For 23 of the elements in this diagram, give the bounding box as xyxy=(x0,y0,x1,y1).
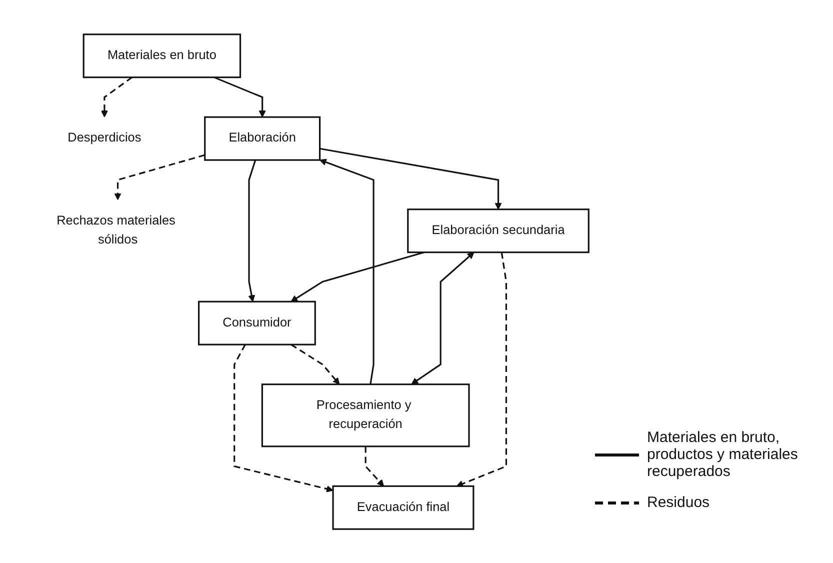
flowchart: Materiales en bruto Desperdicios Elaboración Rechazos materiales sólidos Procesamiento y recuperación Elaboración secundaria Consumidor Evacuación final xyxy=(8,28,595,536)
legend-label: Materiales en bruto, productos y materiales recuperados xyxy=(647,429,799,480)
arrow xyxy=(234,344,334,492)
arrow xyxy=(100,76,133,118)
node-box xyxy=(82,33,242,78)
arrow xyxy=(290,251,424,302)
arrow xyxy=(320,148,502,210)
node-box xyxy=(198,300,316,346)
legend-label: Residuos xyxy=(647,494,710,511)
arrow xyxy=(319,158,374,384)
arrow xyxy=(411,252,474,384)
arrow xyxy=(456,252,508,487)
node-box xyxy=(261,383,470,447)
node-box xyxy=(204,116,321,161)
arrow xyxy=(214,76,266,118)
arrow xyxy=(364,446,384,486)
arrow xyxy=(290,344,340,384)
node-box xyxy=(332,485,474,530)
arrow xyxy=(114,154,206,200)
node-box xyxy=(407,208,590,253)
node-text: Desperdicios xyxy=(68,131,142,145)
arrow xyxy=(248,160,256,302)
node-text: Rechazos materiales sólidos xyxy=(56,214,176,246)
